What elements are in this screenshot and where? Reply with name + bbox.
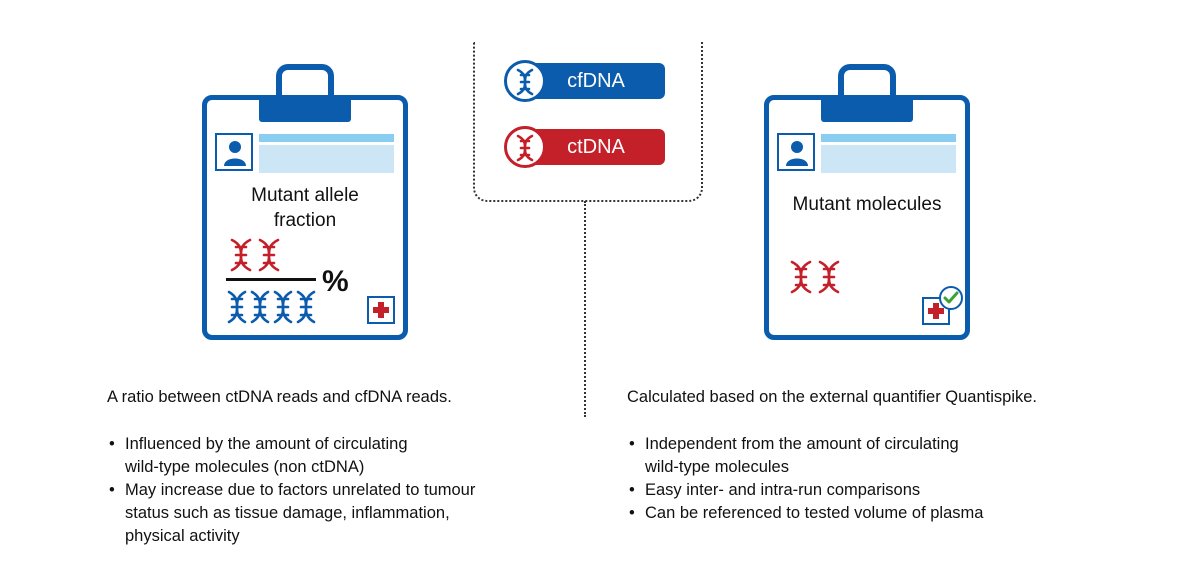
left-info-bar-1 — [259, 134, 394, 142]
left-avatar — [215, 133, 253, 171]
right-clipboard-clip — [821, 96, 913, 122]
divider-line — [584, 201, 586, 417]
left-lead-text: A ratio between ctDNA reads and cfDNA re… — [107, 388, 452, 406]
legend-cfdna-label: cfDNA — [567, 70, 625, 92]
legend-ctdna-label: ctDNA — [567, 136, 625, 158]
mutant-dna-icons-right — [790, 260, 840, 294]
right-card-title: Mutant molecules — [792, 194, 942, 215]
right-bullet-list: Independent from the amount of circulati… — [627, 433, 1087, 525]
ctdna-dna-icon — [504, 126, 546, 168]
left-medical-cross — [367, 296, 395, 324]
left-card-title: Mutant allele fraction — [251, 185, 359, 231]
left-clipboard-clip — [259, 96, 351, 122]
fraction-line — [226, 278, 316, 281]
right-info-bar-2 — [821, 145, 956, 173]
medical-cross-icon — [928, 303, 944, 319]
right-clipboard-handle — [838, 64, 896, 102]
percent-symbol: % — [322, 265, 349, 298]
right-lead-text: Calculated based on the external quantif… — [627, 388, 1038, 406]
person-icon — [786, 141, 808, 166]
left-clipboard-handle — [276, 64, 334, 102]
mutant-dna-icons — [230, 238, 280, 272]
left-bullet-2: May increase due to factors unrelated to… — [107, 479, 567, 548]
right-bullet-3: Can be referenced to tested volume of pl… — [627, 502, 1087, 525]
medical-cross-icon — [373, 302, 389, 318]
total-dna-icons — [227, 290, 316, 324]
right-bullet-2: Easy inter- and intra-run comparisons — [627, 479, 1087, 502]
person-icon — [224, 141, 246, 166]
left-info-bar-2 — [259, 145, 394, 173]
right-info-bar-1 — [821, 134, 956, 142]
cfdna-dna-icon — [504, 60, 546, 102]
checkmark-icon — [939, 286, 963, 310]
left-bullet-list: Influenced by the amount of circulating … — [107, 433, 567, 548]
legend-box — [473, 42, 703, 202]
right-bullet-1: Independent from the amount of circulati… — [627, 433, 1087, 479]
right-avatar — [777, 133, 815, 171]
left-bullet-1: Influenced by the amount of circulating … — [107, 433, 567, 479]
